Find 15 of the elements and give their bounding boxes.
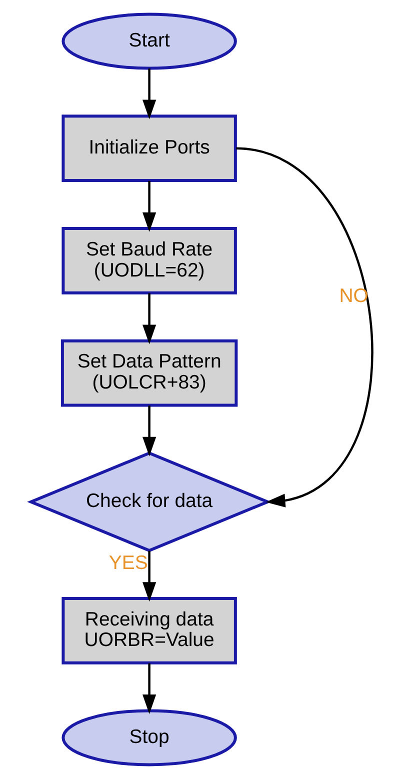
node-ellipse: Start: [62, 12, 237, 70]
arrow: [142, 180, 156, 232]
arrow: [142, 68, 156, 120]
arrow: [142, 663, 156, 714]
node-box: Initialize Ports: [62, 114, 237, 182]
node-box: Set Baud Rate (UODLL=62): [62, 227, 237, 294]
node-box: Set Data Pattern (UOLCR+83): [60, 339, 238, 407]
arrow: [142, 550, 156, 602]
node-box: Receiving data UORBR=Value: [62, 596, 237, 664]
arrow: [142, 293, 156, 344]
arrow: [142, 406, 156, 456]
arrow: [236, 147, 374, 508]
node-diamond: Check for data: [27, 452, 272, 552]
node-ellipse: Stop: [62, 709, 237, 766]
edge-label: YES: [108, 552, 148, 574]
